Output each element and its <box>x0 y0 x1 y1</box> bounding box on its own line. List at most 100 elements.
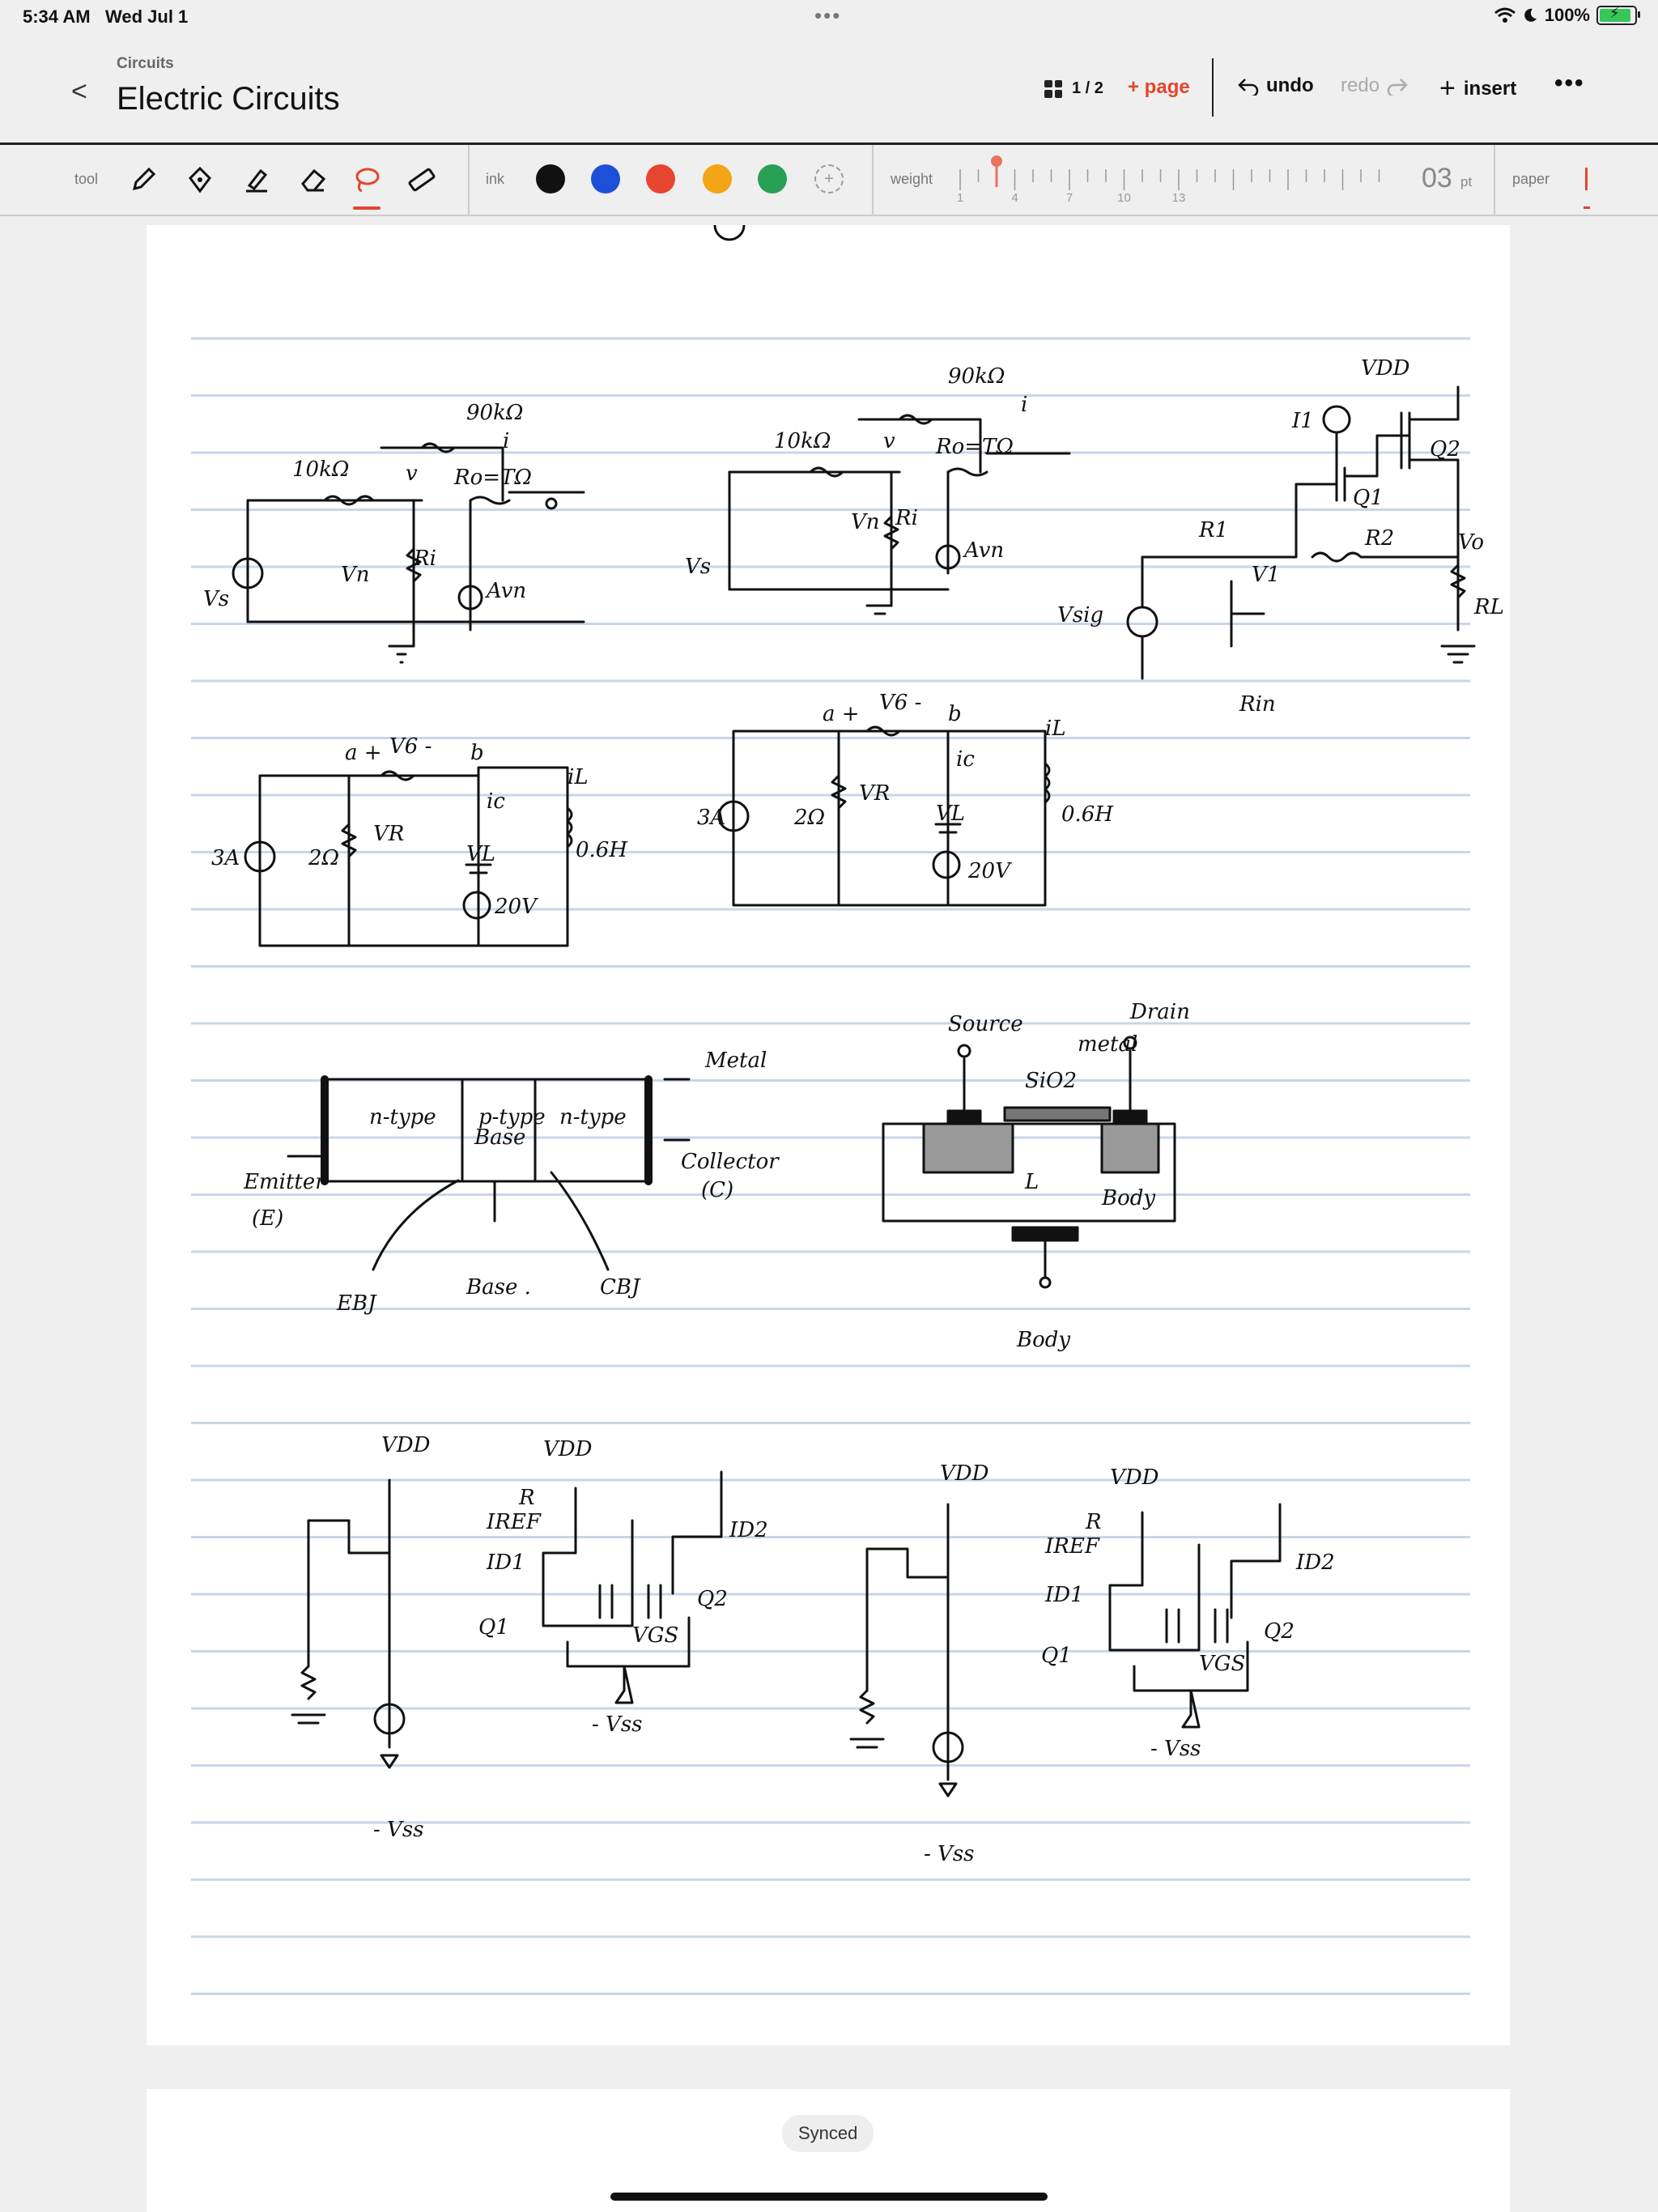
plus-icon: + <box>1439 73 1456 104</box>
weight-tick-label: 4 <box>1011 191 1018 203</box>
add-color-icon[interactable]: + <box>814 164 844 194</box>
handwritten-label: 10kΩ <box>774 429 831 453</box>
handwritten-label: Rin <box>1239 692 1276 717</box>
handwritten-label: 90kΩ <box>948 364 1005 389</box>
insert-button[interactable]: + insert <box>1439 73 1516 104</box>
handwritten-label: Base . <box>466 1275 531 1300</box>
status-indicators: 100% ⚡ <box>1494 5 1640 26</box>
handwritten-label: Source <box>948 1012 1023 1036</box>
handwritten-label: - Vss <box>1150 1737 1201 1761</box>
highlighter-icon[interactable] <box>240 163 274 197</box>
handwritten-label: (C) <box>701 1178 733 1202</box>
paper-indicator <box>1585 168 1588 190</box>
handwritten-label: R <box>1085 1510 1102 1534</box>
ruler-icon[interactable] <box>405 163 439 197</box>
ink-color-blue[interactable] <box>591 164 620 194</box>
multitasking-dots-icon[interactable]: ••• <box>814 3 842 28</box>
weight-label: weight <box>891 171 933 187</box>
handwritten-label: VGS <box>1199 1652 1245 1676</box>
more-options-icon[interactable]: ••• <box>1554 70 1585 96</box>
handwritten-label: V6 - <box>389 734 432 759</box>
moon-icon <box>1524 8 1537 22</box>
handwritten-label: V6 - <box>879 691 921 715</box>
handwritten-label: 20V <box>967 859 1012 883</box>
handwritten-label: 0.6H <box>576 838 628 862</box>
undo-button[interactable]: undo <box>1237 74 1314 97</box>
handwritten-label: VDD <box>940 1461 989 1486</box>
handwritten-label: Ri <box>895 506 918 530</box>
handwritten-label: RL <box>1473 595 1504 619</box>
handwritten-label: R2 <box>1364 526 1394 551</box>
handwritten-label: Q1 <box>478 1615 509 1640</box>
handwritten-label: Vsig <box>1057 603 1103 627</box>
handwritten-label: 3A <box>697 806 725 830</box>
handwritten-label: CBJ <box>600 1275 641 1300</box>
handwriting-canvas[interactable]: 10kΩ90kΩvRo=TΩiVsVnRiAvn10kΩ90kΩvRo=TΩiV… <box>147 225 1510 2045</box>
paper-label[interactable]: paper <box>1512 171 1550 187</box>
redo-button[interactable]: redo <box>1341 74 1409 97</box>
weight-unit: pt <box>1460 174 1473 189</box>
page-indicator-button[interactable]: 1 / 2 <box>1044 79 1103 98</box>
header-divider <box>1212 58 1214 117</box>
pen-icon[interactable] <box>126 163 160 197</box>
rlc-circuit-2 <box>717 725 1051 907</box>
handwritten-label: Avn <box>963 538 1004 563</box>
handwritten-label: iL <box>1045 717 1066 741</box>
ink-color-red[interactable] <box>646 164 675 194</box>
battery-icon: ⚡ <box>1596 5 1640 25</box>
handwritten-label: VDD <box>381 1433 431 1457</box>
handwritten-label: i <box>1021 393 1027 417</box>
toolbar-divider <box>468 145 470 215</box>
handwritten-label: ID1 <box>486 1551 525 1575</box>
handwritten-label: R1 <box>1198 518 1228 542</box>
toolbar-divider <box>872 145 874 215</box>
handwritten-label: Vs <box>203 587 229 611</box>
weight-tick-label: 13 <box>1172 191 1186 203</box>
ink-color-black[interactable] <box>536 164 565 194</box>
lasso-icon[interactable] <box>350 163 384 210</box>
back-chevron-icon[interactable]: < <box>71 76 87 107</box>
handwritten-label: b <box>470 741 484 765</box>
handwritten-label: VL <box>936 802 965 826</box>
eraser-icon[interactable] <box>296 163 330 197</box>
insert-label: insert <box>1463 77 1517 100</box>
handwritten-label: Vn <box>341 563 370 587</box>
tool-label: tool <box>74 171 99 187</box>
wifi-icon <box>1494 7 1516 23</box>
handwritten-label: 20V <box>494 895 538 919</box>
undo-label: undo <box>1266 74 1314 96</box>
status-bar: 5:34 AM Wed Jul 1 ••• 100% ⚡ <box>0 0 1658 34</box>
handwritten-label: v <box>406 462 418 486</box>
notebook-header: < Circuits Electric Circuits 1 / 2 + pag… <box>0 34 1658 145</box>
fountain-pen-icon[interactable] <box>183 163 217 197</box>
handwritten-label: VR <box>373 822 404 846</box>
handwritten-label: Vn <box>851 510 880 534</box>
handwritten-label: ic <box>487 789 505 814</box>
handwritten-label: Q1 <box>1353 486 1384 510</box>
handwritten-label: a + <box>823 702 860 726</box>
handwritten-label: Body <box>1101 1186 1155 1210</box>
ink-color-orange[interactable] <box>703 164 732 194</box>
handwritten-label: R <box>518 1486 535 1510</box>
ink-label: ink <box>486 171 505 187</box>
home-indicator[interactable] <box>610 2193 1048 2201</box>
handwritten-label: b <box>948 702 962 726</box>
page-title[interactable]: Electric Circuits <box>117 81 340 117</box>
add-page-button[interactable]: + page <box>1128 76 1190 98</box>
handwritten-label: Q2 <box>1264 1619 1295 1644</box>
breadcrumb[interactable]: Circuits <box>117 55 174 72</box>
handwritten-label: metal <box>1078 1032 1137 1057</box>
handwritten-label: v <box>883 429 895 453</box>
handwritten-label: VDD <box>543 1437 593 1461</box>
redo-icon <box>1387 79 1408 96</box>
handwritten-label: - Vss <box>592 1712 643 1737</box>
handwritten-label: (E) <box>252 1206 283 1231</box>
differential-amplifier-2 <box>849 1503 1282 1797</box>
handwritten-label: ic <box>956 747 975 772</box>
handwritten-label: ID2 <box>729 1518 768 1542</box>
bjt-structure-diagram <box>287 1075 691 1271</box>
weight-tick-label: 10 <box>1117 191 1131 203</box>
ink-color-green[interactable] <box>758 164 787 194</box>
